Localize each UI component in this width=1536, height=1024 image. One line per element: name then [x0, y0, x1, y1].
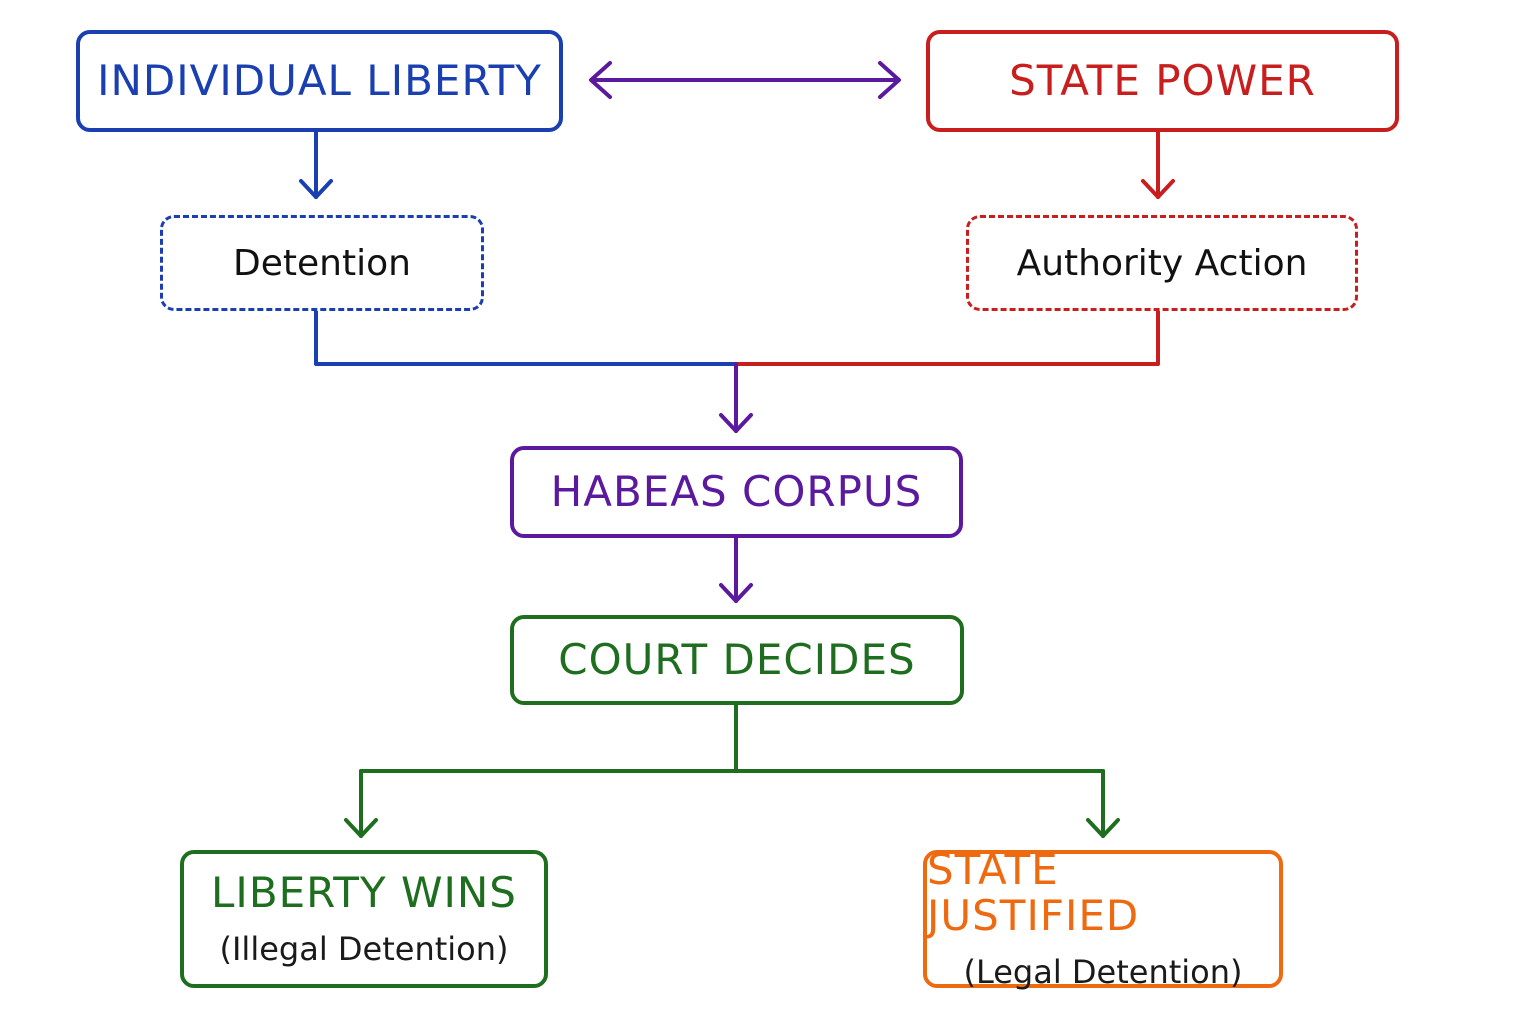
court-liberty-wins-arrowhead — [344, 818, 378, 838]
liberty-detention-arrowhead — [299, 179, 333, 199]
state-justified-title: STATE JUSTIFIED — [927, 844, 1140, 940]
court-decides-node: COURT DECIDES — [510, 615, 964, 705]
liberty-state-arrowhead-left — [589, 61, 612, 99]
individual-liberty-node: INDIVIDUAL LIBERTY — [76, 30, 563, 132]
authority-action-node: Authority Action — [966, 215, 1358, 311]
habeas-corpus-label: HABEAS CORPUS — [550, 466, 923, 516]
liberty-wins-title: LIBERTY WINS — [211, 867, 517, 917]
detention-label: Detention — [233, 242, 411, 284]
detention-merge-connector — [314, 309, 738, 366]
state-power-node: STATE POWER — [926, 30, 1399, 132]
merge-habeas-arrowhead — [719, 413, 753, 433]
habeas-corpus-node: HABEAS CORPUS — [510, 446, 963, 538]
state-justified-subtitle: (Legal Detention) — [963, 953, 1243, 992]
individual-liberty-label: INDIVIDUAL LIBERTY — [97, 55, 542, 105]
liberty-wins-node: LIBERTY WINS (Illegal Detention) — [180, 850, 548, 988]
habeas-court-arrowhead — [719, 583, 753, 603]
state-authority-arrowhead — [1141, 179, 1175, 199]
state-justified-node: STATE JUSTIFIED (Legal Detention) — [923, 844, 1283, 992]
detention-node: Detention — [160, 215, 484, 311]
court-state-justified-arrowhead — [1086, 818, 1120, 838]
state-power-label: STATE POWER — [1009, 55, 1316, 105]
authority-merge-connector — [734, 309, 1160, 366]
liberty-wins-subtitle: (Illegal Detention) — [219, 930, 509, 969]
authority-action-label: Authority Action — [1016, 242, 1308, 284]
court-decides-label: COURT DECIDES — [558, 634, 916, 684]
liberty-state-arrowhead-right — [878, 61, 901, 99]
